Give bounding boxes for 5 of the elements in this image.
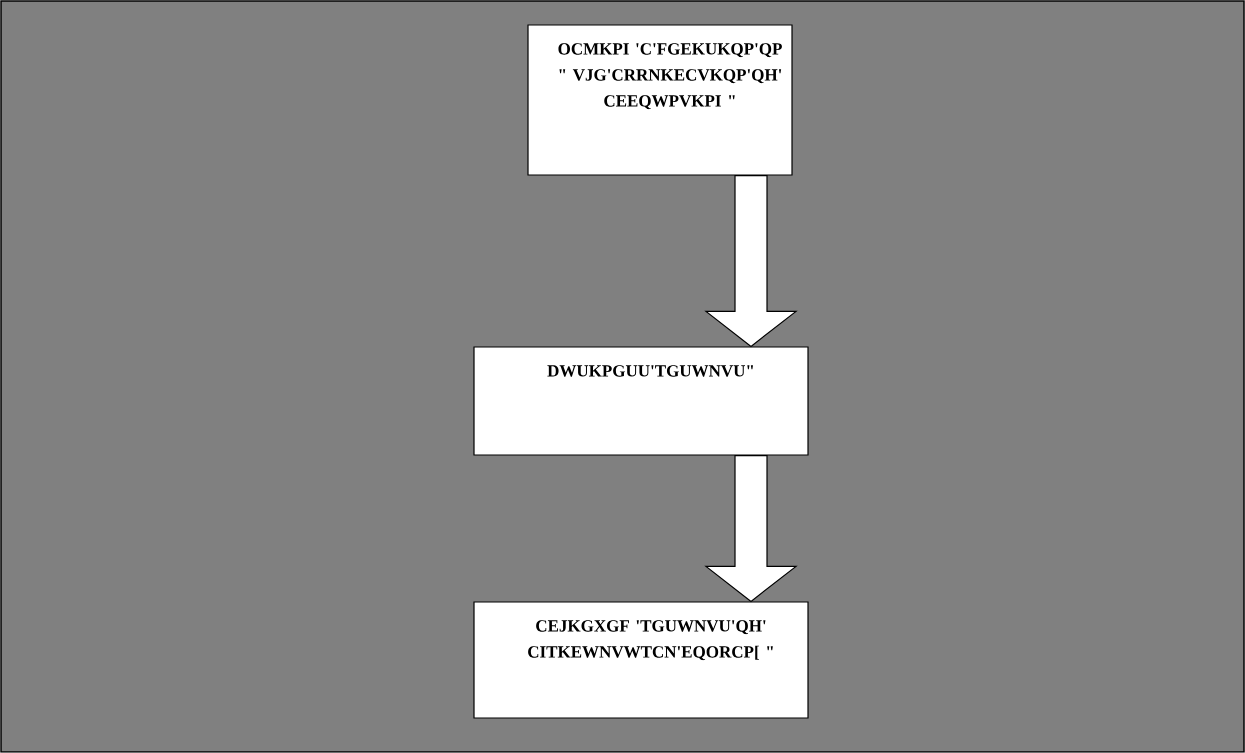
block-arrow (704, 455, 798, 603)
process-box: OCMKPI 'C'FGEKUKQP'QP " VJG'CRRNKECVKQP'QH' CEEQWPVKPI " (527, 24, 793, 176)
block-arrow (704, 175, 798, 348)
process-box: CEJKGXGF 'TGUWNVU'QH' CITKEWNVWTCN'EQORCP[ " (473, 601, 809, 719)
process-box: DWUKPGUU'TGUWNVU" (473, 346, 809, 456)
